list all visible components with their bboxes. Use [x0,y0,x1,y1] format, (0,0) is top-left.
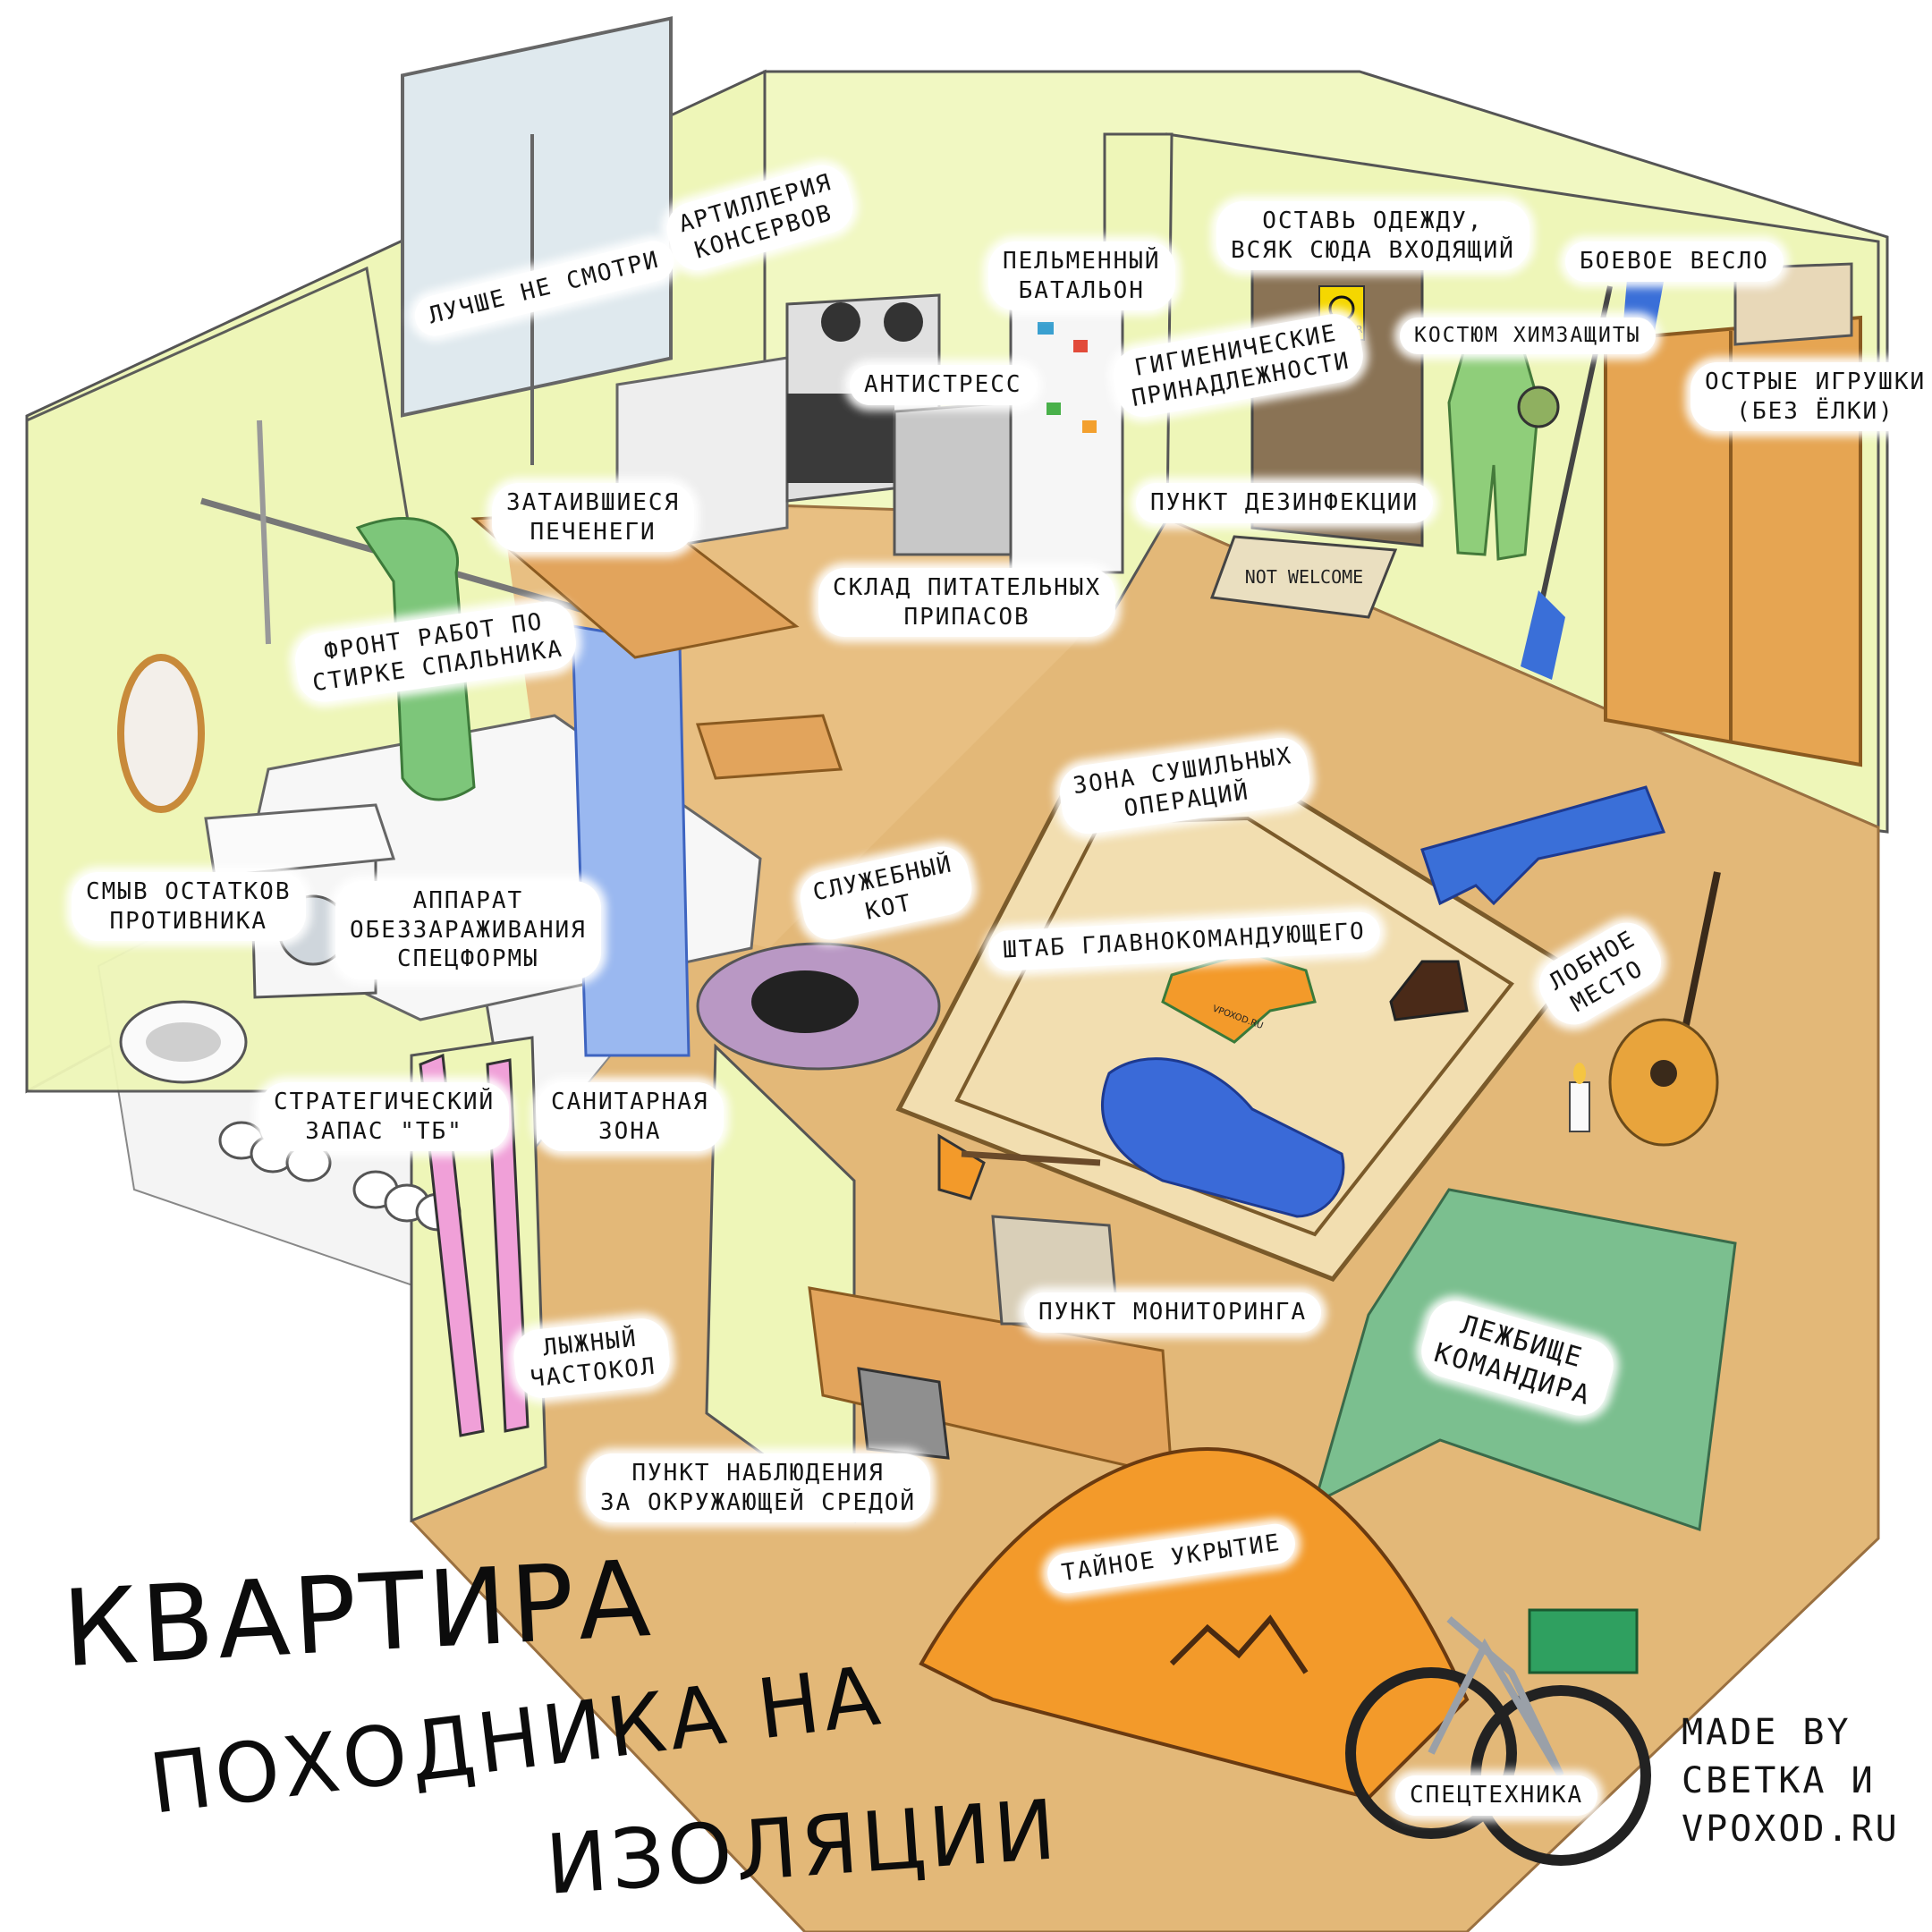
title-line-1: КВАРТИРА [59,1536,657,1691]
label-hazmat-suit: КОСТЮМ ХИМЗАЩИТЫ [1400,318,1656,354]
doormat [1209,535,1398,619]
shower-curtain [571,624,691,1057]
label-antistress: АНТИСТРЕСС [850,365,1037,405]
oval-mirror [117,654,205,813]
tent [919,1446,1470,1801]
bathroom-sink [204,803,396,878]
oven-door [787,394,894,483]
laptop [857,1367,950,1460]
label-enemy-flush: СМЫВ ОСТАТКОВ ПРОТИВНИКА [72,872,306,941]
backpack [1101,1057,1345,1218]
sleeping-cat [751,970,859,1033]
bike-pannier [1528,1608,1639,1674]
jeans [1420,785,1666,906]
doormat-text: NOT WELCOME [1245,566,1363,588]
guitar-neck [1678,871,1721,1047]
tent-logo [1169,1614,1309,1674]
gas-mask-icon [1517,386,1560,428]
fridge [1009,284,1124,574]
label-strategic-reserve: СТРАТЕГИЧЕСКИЙ ЗАПАС "ТБ" [259,1082,510,1151]
label-hidden-cookies: ЗАТАИВШИЕСЯ ПЕЧЕНЕГИ [492,483,695,552]
bicycle [1345,1667,1517,1839]
cabinet [893,401,1013,556]
label-sanitary-zone: САНИТАРНАЯ ЗОНА [537,1082,724,1151]
chair [695,714,843,780]
boot [1389,960,1469,1021]
label-monitoring-point: ПУНКТ МОНИТОРИНГА [1024,1292,1322,1333]
window [401,16,673,418]
label-dumpling-battalion: ПЕЛЬМЕННЫЙ БАТАЛЬОН [988,242,1175,310]
candle [1569,1081,1590,1132]
label-special-equipment: СПЕЦТЕХНИКА [1395,1775,1598,1816]
toy-box [1733,262,1853,346]
label-battle-paddle: БОЕВОЕ ВЕСЛО [1565,242,1784,282]
label-disinfection-point: ПУНКТ ДЕЗИНФЕКЦИИ [1136,483,1434,523]
label-leave-clothes: ОСТАВЬ ОДЕЖДУ, ВСЯК СЮДА ВХОДЯЩИЙ [1216,201,1530,270]
hazmat-suit [1447,338,1540,561]
author-credit: MADE BY СВЕТКА И VPOXOD.RU [1682,1712,1900,1850]
label-observation-point: ПУНКТ НАБЛЮДЕНИЯ ЗА ОКРУЖАЮЩЕЙ СРЕДОЙ [586,1453,931,1522]
label-food-storage: СКЛАД ПИТАТЕЛЬНЫХ ПРИПАСОВ [818,568,1116,637]
label-uniform-disinfector: АППАРАТ ОБЕЗЗАРАЖИВАНИЯ СПЕЦФОРМЫ [335,881,601,979]
label-sharp-toys: ОСТРЫЕ ИГРУШКИ (БЕЗ ЁЛКИ) [1690,362,1932,431]
